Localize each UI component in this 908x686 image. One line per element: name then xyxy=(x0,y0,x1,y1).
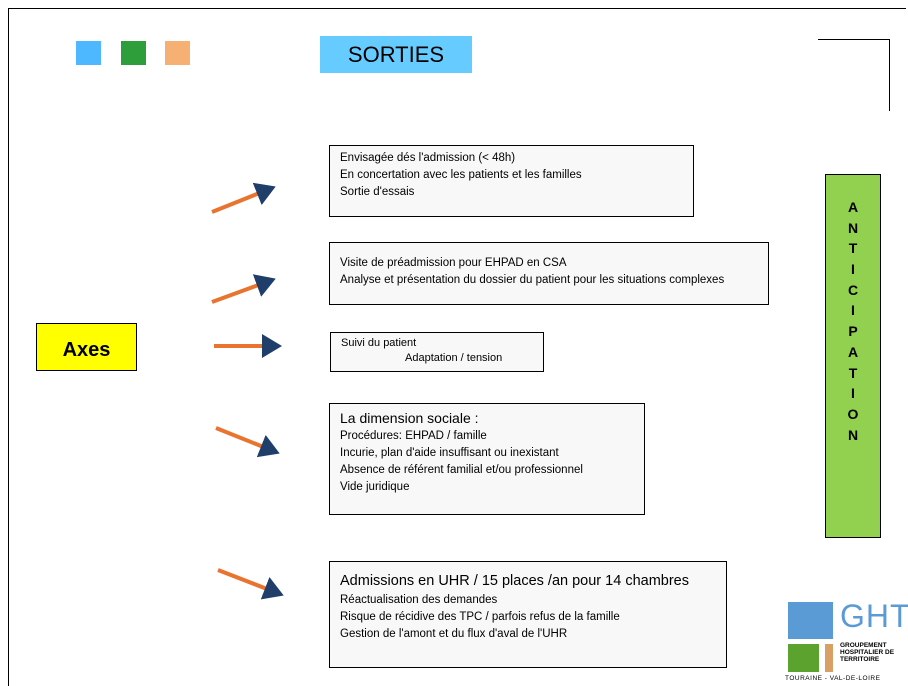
anticipation-letter-3: T xyxy=(848,240,858,257)
box5-heading: Admissions en UHR / 15 places /an pour 1… xyxy=(340,573,689,589)
arrow-4 xyxy=(215,426,280,458)
box5-line-2: Risque de récidive des TPC / parfois ref… xyxy=(340,611,620,623)
arrow-1 xyxy=(211,182,276,214)
legend-square-green xyxy=(121,41,146,65)
logo-green-block xyxy=(788,644,819,672)
anticipation-letter-12: N xyxy=(847,426,859,443)
legend-square-blue xyxy=(76,41,101,65)
logo-tan-block xyxy=(825,644,833,672)
logo-subtitle-line-2: HOSPITALIER DE xyxy=(840,649,895,656)
box5-line-1: Réactualisation des demandes xyxy=(340,594,498,606)
logo-footer: TOURAINE - VAL-DE-LOIRE xyxy=(785,675,881,682)
box3-line-2: Adaptation / tension xyxy=(405,352,503,364)
anticipation-letter-1: A xyxy=(847,199,859,215)
anticipation-letter-11: O xyxy=(847,405,859,422)
exit-box-5: Admissions en UHR / 15 places /an pour 1… xyxy=(329,561,727,668)
box4-line-2: Incurie, plan d'aide insuffisant ou inex… xyxy=(340,447,559,459)
logo-name: GHT xyxy=(840,598,908,634)
box2-line-1: Visite de préadmission pour EHPAD en CSA xyxy=(340,257,567,269)
exit-box-1: Envisagée dés l'admission (< 48h) En con… xyxy=(329,145,694,217)
box2-line-2: Analyse et présentation du dossier du pa… xyxy=(340,274,725,286)
anticipation-letter-4: I xyxy=(851,261,855,278)
corner-line-vertical xyxy=(889,39,890,111)
box5-line-3: Gestion de l'amont et du flux d'aval de … xyxy=(340,628,568,640)
exit-box-2: Visite de préadmission pour EHPAD en CSA… xyxy=(329,242,769,305)
arrow-2 xyxy=(211,274,276,304)
anticipation-letter-2: N xyxy=(847,219,859,236)
anticipation-letter-6: I xyxy=(851,302,855,319)
logo-blue-block xyxy=(788,602,833,639)
box4-line-3: Absence de référent familial et/ou profe… xyxy=(340,464,583,476)
frame-top-border xyxy=(8,8,906,9)
logo-subtitle: GROUPEMENT HOSPITALIER DE TERRITOIRE xyxy=(840,642,894,663)
exit-box-3: Suivi du patient Adaptation / tension xyxy=(330,332,544,372)
exit-box-4: La dimension sociale : Procédures: EHPAD… xyxy=(329,403,645,515)
box1-line-3: Sortie d'essais xyxy=(340,186,415,198)
ght-logo: GHT GROUPEMENT HOSPITALIER DE TERRITOIRE… xyxy=(785,598,908,686)
page-title: SORTIES xyxy=(320,36,472,73)
box3-line-1: Suivi du patient xyxy=(341,337,417,349)
anticipation-letter-7: P xyxy=(848,323,858,340)
box1-line-2: En concertation avec les patients et les… xyxy=(340,169,582,181)
arrow-5 xyxy=(217,568,284,600)
logo-subtitle-line-3: TERRITOIRE xyxy=(840,656,880,663)
box1-line-1: Envisagée dés l'admission (< 48h) xyxy=(340,152,516,164)
logo-subtitle-line-1: GROUPEMENT xyxy=(840,642,887,649)
anticipation-letter-10: I xyxy=(851,385,855,402)
frame-left-border xyxy=(8,8,9,686)
legend-square-orange xyxy=(165,41,190,65)
anticipation-letter-5: C xyxy=(847,281,859,298)
box4-line-4: Vide juridique xyxy=(340,481,410,493)
box4-heading: La dimension sociale : xyxy=(340,410,479,426)
box4-line-1: Procédures: EHPAD / famille xyxy=(340,430,487,442)
axes-label: Axes xyxy=(36,323,137,371)
anticipation-letter-9: T xyxy=(848,364,858,381)
anticipation-letter-8: A xyxy=(847,343,859,360)
corner-line-horizontal xyxy=(818,39,890,40)
